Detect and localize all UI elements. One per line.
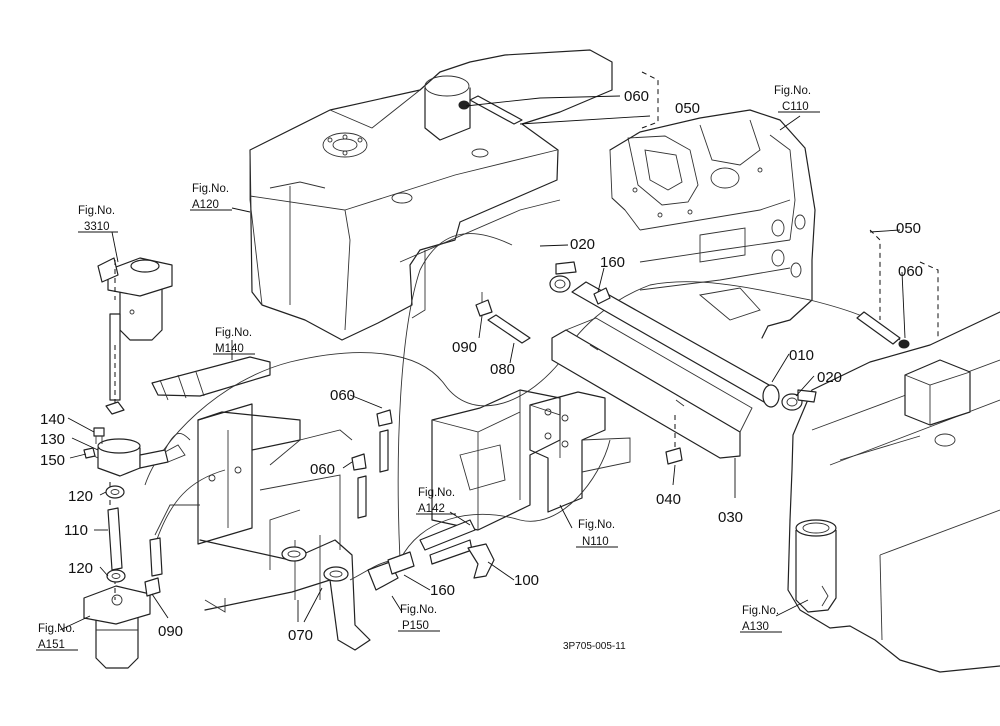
callout-060-mid-a: 060 — [330, 387, 355, 404]
fig-ref-a130-title: Fig.No. — [742, 605, 779, 617]
callout-060-top: 060 — [624, 88, 649, 105]
fuel-filter-bottom — [83, 585, 151, 669]
callout-030: 030 — [718, 509, 743, 526]
fig-ref-c110-title: Fig.No. — [774, 85, 811, 97]
callout-010: 010 — [789, 347, 814, 364]
fuel-tank-main — [249, 49, 613, 341]
bolt-140 — [93, 427, 105, 444]
fig-ref-c110-code: C110 — [782, 101, 809, 113]
callout-130: 130 — [40, 431, 65, 448]
fig-ref-a120-title: Fig.No. — [192, 183, 229, 195]
clamp-070-b — [323, 566, 349, 582]
hose-mid-left — [149, 537, 163, 577]
clamp-120-upper — [105, 485, 125, 499]
fig-ref-a151-title: Fig.No. — [38, 623, 75, 635]
callout-110: 110 — [64, 522, 88, 539]
bolt-040 — [665, 415, 683, 465]
callout-060-mid-b: 060 — [310, 461, 335, 478]
cover-030 — [551, 317, 753, 459]
pipe-060-right — [856, 311, 910, 349]
clip-090-low — [144, 577, 161, 597]
callout-140: 140 — [40, 411, 65, 428]
callout-160-top: 160 — [600, 254, 625, 271]
pipe-a142 — [419, 519, 476, 565]
fig-ref-a130-code: A130 — [742, 621, 769, 633]
fig-ref-a142-code: A142 — [418, 503, 445, 515]
fig-ref-a142-title: Fig.No. — [418, 487, 455, 499]
clamp-020-top — [549, 261, 577, 293]
fig-ref-3310-code: 3310 — [84, 221, 110, 233]
callout-050-right: 050 — [896, 220, 921, 237]
hose-110 — [107, 507, 123, 571]
callout-020-top: 020 — [570, 236, 595, 253]
callout-150: 150 — [40, 452, 65, 469]
bolt-150 — [83, 447, 96, 459]
fig-ref-m140-title: Fig.No. — [215, 327, 252, 339]
leader-lines — [59, 71, 939, 631]
fig-ref-3310-title: Fig.No. — [78, 205, 115, 217]
fig-ref-a151-code: A151 — [38, 639, 65, 651]
fig-ref-n110-title: Fig.No. — [578, 519, 615, 531]
callout-120-b: 120 — [68, 560, 93, 577]
clamp-120-lower — [106, 569, 126, 583]
fig-ref-a120-code: A120 — [192, 199, 219, 211]
callout-020-right: 020 — [817, 369, 842, 386]
callout-090-low: 090 — [158, 623, 183, 640]
pipe-060-top — [458, 95, 523, 125]
callout-070: 070 — [288, 627, 313, 644]
figure-code: 3P705-005-11 — [563, 641, 626, 652]
callout-100: 100 — [514, 572, 539, 589]
callout-080: 080 — [490, 361, 515, 378]
clip-060-mid-a — [376, 409, 393, 473]
fig-ref-n110-code: N110 — [582, 536, 609, 548]
clamp-130 — [105, 401, 125, 415]
pipe-010 — [571, 281, 780, 408]
clip-100 — [467, 543, 495, 579]
callout-060-right: 060 — [898, 263, 923, 280]
callout-090-mid: 090 — [452, 339, 477, 356]
transmission-case — [609, 109, 816, 339]
clip-060-mid-b — [351, 453, 367, 519]
frame-bracket — [431, 389, 631, 531]
fuel-tank-right — [787, 311, 1000, 673]
callout-160-low: 160 — [430, 582, 455, 599]
callout-050-top: 050 — [675, 100, 700, 117]
valve-p150 — [367, 551, 415, 591]
fuel-filter-top — [97, 257, 173, 341]
pipe-filter-upper — [109, 313, 121, 410]
pipe-080 — [487, 314, 531, 344]
clamp-020-right — [781, 389, 817, 411]
fig-ref-p150-code: P150 — [402, 620, 429, 632]
fuel-pump — [91, 433, 191, 477]
fig-ref-p150-title: Fig.No. — [400, 604, 437, 616]
fig-ref-m140-code: M140 — [215, 343, 244, 355]
clamp-070-a — [281, 546, 307, 562]
callout-120-a: 120 — [68, 488, 93, 505]
callout-040: 040 — [656, 491, 681, 508]
grommet-090 — [475, 292, 493, 317]
